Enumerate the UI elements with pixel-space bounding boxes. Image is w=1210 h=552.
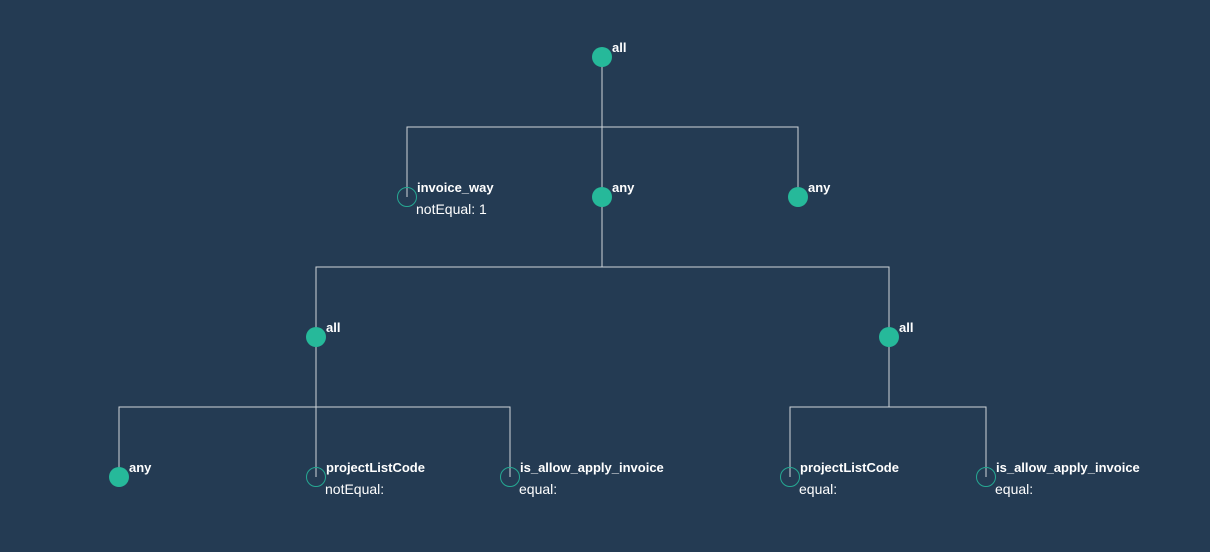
node-circle-iaai-2[interactable] <box>976 467 996 487</box>
node-condition-label: equal: <box>995 481 1034 497</box>
node-label: projectListCode <box>326 460 425 475</box>
node-condition-label: equal: <box>799 481 838 497</box>
node-condition-label: notEqual: 1 <box>416 201 487 217</box>
node-circle-invoice-way[interactable] <box>397 187 417 207</box>
node-circle-any-right[interactable] <box>788 187 808 207</box>
node-circle-all-right[interactable] <box>879 327 899 347</box>
node-circle-any-mid[interactable] <box>592 187 612 207</box>
tree-edge-all-left-any-leaf <box>118 337 317 477</box>
tree-edge-any-mid-all-left <box>315 197 603 337</box>
tree-edge-all-right-iaai-2 <box>888 337 987 477</box>
node-label: is_allow_apply_invoice <box>996 460 1140 475</box>
node-circle-any-leaf[interactable] <box>109 467 129 487</box>
node-condition-label: notEqual: <box>325 481 385 497</box>
tree-edge-any-mid-all-right <box>601 197 890 337</box>
node-label: all <box>899 320 914 335</box>
node-circle-plc-1[interactable] <box>306 467 326 487</box>
node-circle-plc-2[interactable] <box>780 467 800 487</box>
node-label: is_allow_apply_invoice <box>520 460 664 475</box>
tree-edge-root-any-right <box>601 57 799 197</box>
node-label: all <box>326 320 341 335</box>
node-condition-label: equal: <box>519 481 558 497</box>
node-circle-all-left[interactable] <box>306 327 326 347</box>
node-label: any <box>612 180 635 195</box>
node-label: any <box>129 460 152 475</box>
node-circle-iaai-1[interactable] <box>500 467 520 487</box>
tree-edge-root-invoice-way <box>406 57 603 197</box>
node-label: any <box>808 180 831 195</box>
node-label: invoice_way <box>417 180 494 195</box>
node-circle-root[interactable] <box>592 47 612 67</box>
tree-edge-all-right-plc-2 <box>789 337 890 477</box>
node-label: projectListCode <box>800 460 899 475</box>
tree-edge-all-left-iaai-1 <box>315 337 511 477</box>
node-label: all <box>612 40 627 55</box>
